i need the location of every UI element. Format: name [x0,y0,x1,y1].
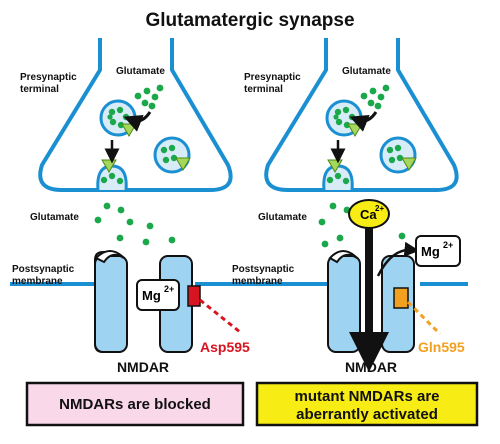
right-postsynaptic-label-2: membrane [232,276,283,287]
left-mg-charge: 2+ [164,284,174,294]
left-mg-block [136,279,180,311]
right-release-arrow [349,111,378,132]
right-status-line-1: mutant NMDARs are [294,388,439,405]
right-glutamate-top-label: Glutamate [342,66,391,77]
left-free-glutamate-top [134,84,164,110]
left-glutamate-top-label: Glutamate [116,66,165,77]
right-status-box [255,381,479,427]
right-ca-label: Ca [360,207,377,222]
right-mg-label: Mg [421,244,440,259]
right-ca-charge: 2+ [375,204,384,213]
right-free-glutamate-top [360,84,390,110]
left-residue-label: Asp595 [200,339,250,355]
right-glutamate-label: Glutamate [258,212,307,223]
left-asp595-residue [187,285,201,307]
right-postsynaptic-label-1: Postsynaptic [232,264,295,275]
right-presynaptic-label-1: Presynaptic [244,72,301,83]
left-glutamate-label: Glutamate [30,212,79,223]
left-status-line-1: NMDARs are blocked [59,396,211,413]
right-glutamate-binding-cleft [328,250,358,264]
right-nmdar-subunit-left-body [327,255,361,353]
right-gln595-residue [393,287,409,309]
left-nmdar-subunit-left-body [94,255,128,353]
left-glutamate-binding-cleft [94,250,125,264]
left-postsynaptic-label-1: Postsynaptic [12,264,75,275]
right-residue-label: Gln595 [418,339,465,355]
right-nmdar-label: NMDAR [345,359,397,375]
left-release-arrow [123,111,152,132]
right-panel: Presynaptic terminal Glutamate Glutamate… [232,38,479,427]
right-cleft-glutamate [318,202,406,248]
left-vesicle-glutamate [100,106,178,185]
right-mg-charge: 2+ [443,240,453,250]
right-gln595-leader [406,300,442,336]
left-panel: Presynaptic terminal Glutamate Glutamate… [10,38,250,427]
right-marker-triangle-2 [401,157,417,171]
right-status-line-2: aberrantly activated [296,406,438,423]
left-nmdar-label: NMDAR [117,359,169,375]
left-presynaptic-label-2: terminal [20,84,59,95]
right-presynaptic-label-2: terminal [244,84,283,95]
left-status-box [25,381,245,427]
right-vesicle-glutamate [326,106,404,185]
left-marker-triangle-2 [175,157,191,171]
diagram-title: Glutamatergic synapse [145,10,354,31]
left-presynaptic-label-1: Presynaptic [20,72,77,83]
left-postsynaptic-label-2: membrane [12,276,63,287]
left-cleft-glutamate [94,202,176,246]
right-mg-exit-arrow [376,241,420,277]
left-mg-label: Mg [142,288,161,303]
right-mg-ion [415,235,461,267]
left-asp595-leader [199,298,241,334]
